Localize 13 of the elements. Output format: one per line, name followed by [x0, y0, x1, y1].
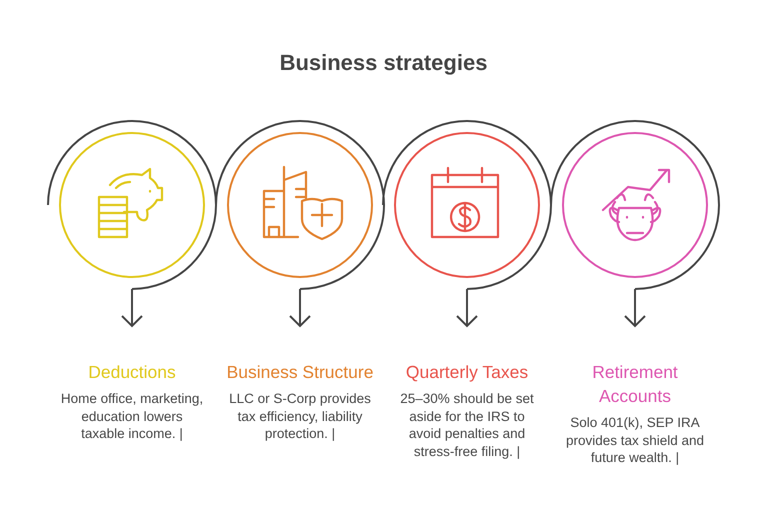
step-heading: Quarterly Taxes — [406, 361, 528, 384]
step-description: LLC or S-Corp provides tax efficiency, liability protection. | — [228, 390, 372, 442]
step-heading: Business Structure — [226, 361, 374, 384]
arrow — [121, 289, 143, 327]
step-description: Solo 401(k), SEP IRA provides tax shield and future wealth. | — [564, 414, 706, 466]
step-heading: Deductions — [88, 361, 176, 384]
step-description: 25–30% should be set aside for the IRS to avoid penalties and stress-free filing. | — [399, 390, 535, 460]
step-description: Home office, marketing, education lowers taxable income. | — [60, 390, 204, 442]
step-heading: Retirement Accounts — [591, 361, 679, 408]
diagram-title: Business strategies — [278, 50, 488, 76]
arrow — [456, 289, 478, 327]
arrow — [289, 289, 311, 327]
arrow — [624, 289, 646, 327]
